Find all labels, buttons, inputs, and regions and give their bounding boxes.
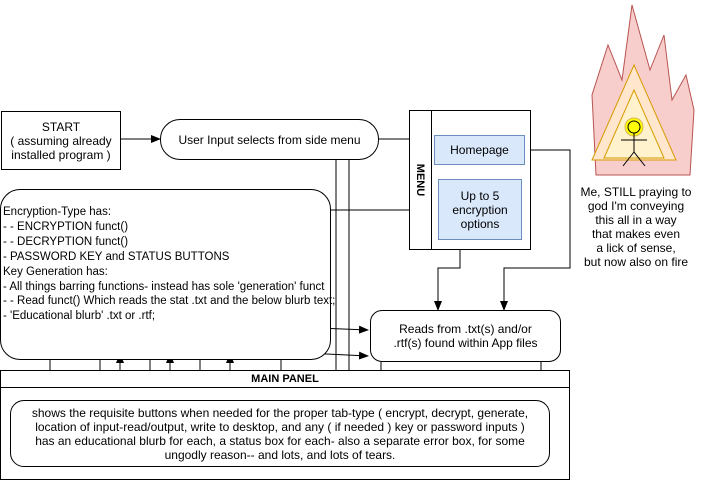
menu-title: MENU (410, 111, 432, 249)
main-panel-description: shows the requisite buttons when needed … (10, 400, 550, 467)
encryption-notes: Encryption-Type has: - - ENCRYPTION func… (3, 206, 336, 323)
fire-caption: Me, STILL praying to god I'm conveying t… (580, 185, 692, 269)
stick-figure-head (627, 120, 641, 134)
user-input-label: User Input selects from side menu (178, 132, 361, 147)
arrow-homepage-to-reads (500, 149, 571, 311)
main-panel-body: shows the requisite buttons when needed … (31, 405, 529, 462)
encryption-options-label: Up to 5 encryption options (452, 188, 508, 231)
reads-files-node: Reads from .txt(s) and/or .rtf(s) found … (370, 310, 561, 362)
homepage-label: Homepage (450, 143, 509, 157)
main-panel-title: MAIN PANEL (251, 373, 319, 385)
start-label: START ( assuming already installed progr… (10, 119, 112, 162)
homepage-option[interactable]: Homepage (434, 135, 525, 165)
reads-files-label: Reads from .txt(s) and/or .rtf(s) found … (393, 322, 538, 350)
encryption-notes-box (0, 189, 331, 360)
fire-figure (591, 4, 695, 176)
start-node: START ( assuming already installed progr… (1, 111, 121, 170)
menu-label: MENU (414, 163, 427, 197)
main-panel-header: MAIN PANEL (1, 371, 569, 388)
user-input-node: User Input selects from side menu (160, 119, 379, 160)
arrow-menu-to-reads (434, 250, 461, 311)
encryption-options[interactable]: Up to 5 encryption options (438, 179, 522, 240)
